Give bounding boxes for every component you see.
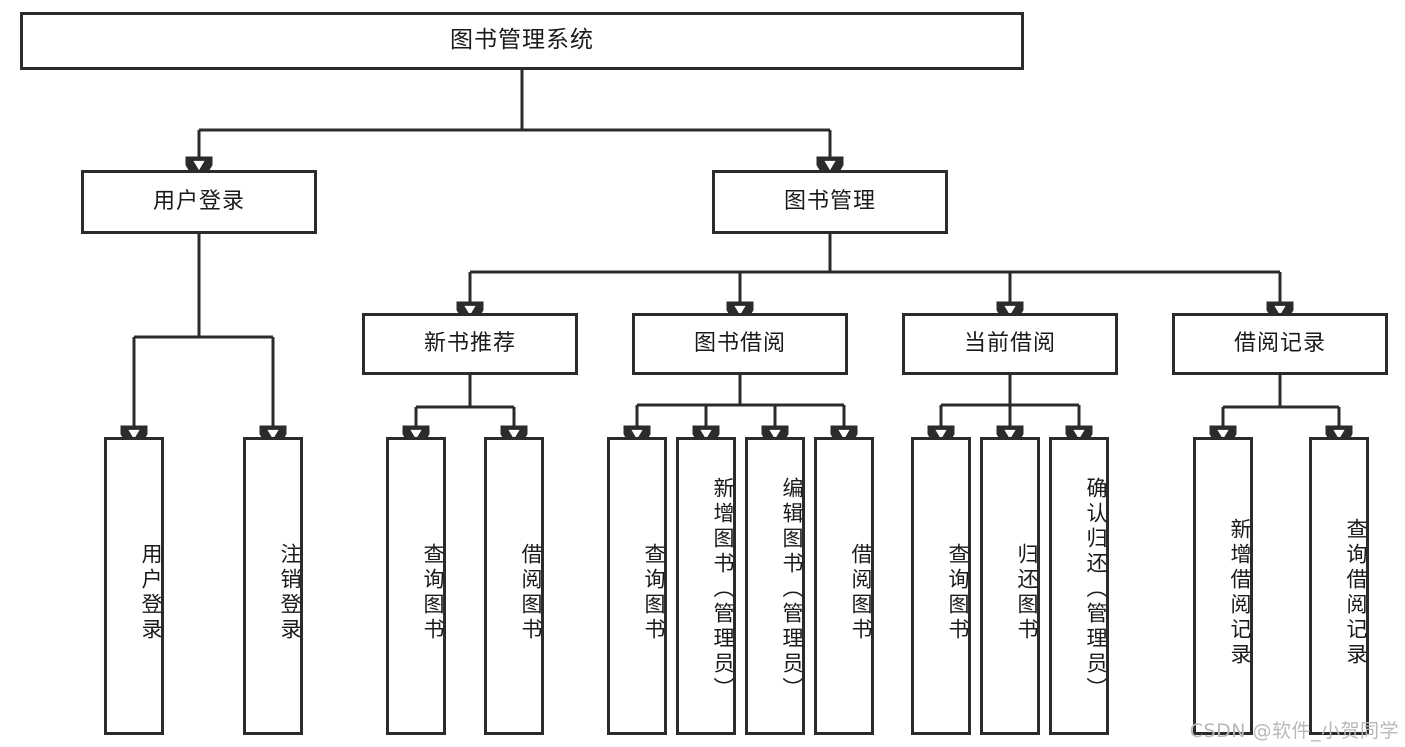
node-leaf-add-record[interactable]: 新增借阅记录 (1193, 437, 1253, 735)
node-leaf-borrow-book-2-label: 借阅图书 (849, 543, 873, 643)
node-leaf-add-book-label: 新增图书（管理员） (711, 476, 735, 702)
node-leaf-confirm-return[interactable]: 确认归还（管理员） (1049, 437, 1109, 735)
node-leaf-query-record-label: 查询借阅记录 (1344, 518, 1368, 668)
node-leaf-query-book-3-label: 查询图书 (946, 543, 970, 643)
node-leaf-add-book[interactable]: 新增图书（管理员） (676, 437, 736, 735)
node-leaf-confirm-return-label: 确认归还（管理员） (1084, 476, 1108, 702)
watermark: CSDN @软件_小贺同学 (1189, 720, 1399, 742)
node-leaf-user-login[interactable]: 用户登录 (104, 437, 164, 735)
node-root[interactable]: 图书管理系统 (20, 12, 1024, 70)
node-leaf-add-record-label: 新增借阅记录 (1228, 518, 1252, 668)
node-leaf-query-book-1-label: 查询图书 (421, 543, 445, 643)
node-new-book-rec-label: 新书推荐 (423, 330, 516, 356)
node-leaf-user-logout[interactable]: 注销登录 (243, 437, 303, 735)
node-leaf-user-login-label: 用户登录 (139, 543, 163, 643)
node-leaf-query-book-3[interactable]: 查询图书 (911, 437, 971, 735)
node-leaf-borrow-book-2[interactable]: 借阅图书 (814, 437, 874, 735)
node-leaf-query-book-1[interactable]: 查询图书 (386, 437, 446, 735)
node-user-login[interactable]: 用户登录 (81, 170, 317, 234)
node-book-borrow-label: 图书借阅 (693, 330, 786, 356)
node-borrow-record-label: 借阅记录 (1233, 330, 1326, 356)
node-leaf-user-logout-label: 注销登录 (278, 543, 302, 643)
node-user-login-label: 用户登录 (152, 188, 245, 214)
node-borrow-record[interactable]: 借阅记录 (1172, 313, 1388, 375)
node-leaf-return-book[interactable]: 归还图书 (980, 437, 1040, 735)
node-root-label: 图书管理系统 (450, 27, 594, 54)
node-leaf-query-record[interactable]: 查询借阅记录 (1309, 437, 1369, 735)
node-current-borrow-label: 当前借阅 (963, 330, 1056, 356)
node-leaf-borrow-book-1[interactable]: 借阅图书 (484, 437, 544, 735)
node-book-manage[interactable]: 图书管理 (712, 170, 948, 234)
node-leaf-edit-book[interactable]: 编辑图书（管理员） (745, 437, 805, 735)
node-book-borrow[interactable]: 图书借阅 (632, 313, 848, 375)
node-leaf-edit-book-label: 编辑图书（管理员） (780, 476, 804, 702)
node-leaf-query-book-2[interactable]: 查询图书 (607, 437, 667, 735)
node-leaf-borrow-book-1-label: 借阅图书 (519, 543, 543, 643)
node-new-book-rec[interactable]: 新书推荐 (362, 313, 578, 375)
node-leaf-query-book-2-label: 查询图书 (642, 543, 666, 643)
node-current-borrow[interactable]: 当前借阅 (902, 313, 1118, 375)
node-book-manage-label: 图书管理 (783, 188, 876, 214)
node-leaf-return-book-label: 归还图书 (1015, 543, 1039, 643)
